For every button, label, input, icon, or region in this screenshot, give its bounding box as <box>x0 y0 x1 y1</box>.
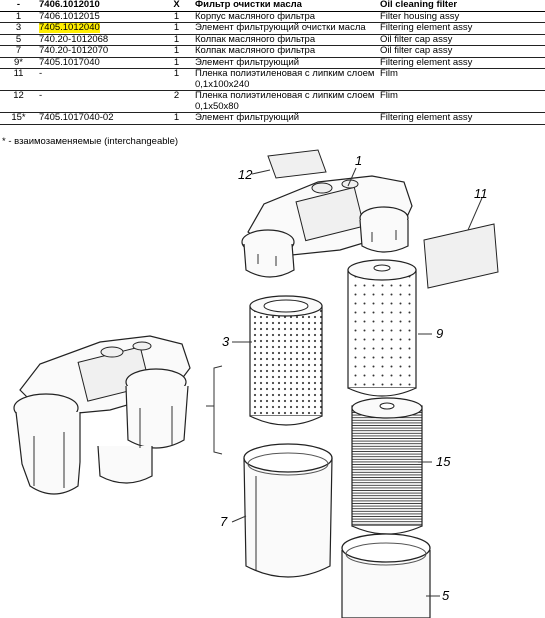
cell-part-number: 7405.1012040 <box>37 22 160 35</box>
cell-pos: 5 <box>0 34 37 46</box>
callout-1: 1 <box>355 153 362 168</box>
header-pos: - <box>0 0 37 12</box>
film-large-sheet <box>423 223 499 289</box>
table-header-row: - 7406.1012010 X Фильтр очистки масла Oi… <box>0 0 545 12</box>
cell-pos: 3 <box>0 22 37 35</box>
callout-5: 5 <box>442 588 450 603</box>
cell-part-number: - <box>37 68 160 91</box>
callout-11: 11 <box>474 186 488 201</box>
footnote: * - взаимозаменяемые (interchangeable) <box>2 136 179 147</box>
cell-pos: 1 <box>0 11 37 23</box>
cell-qty: 1 <box>160 11 193 23</box>
table-row: 1 7406.1012015 1 Корпус масляного фильтр… <box>0 11 545 23</box>
cell-qty: 1 <box>160 45 193 58</box>
callout-15: 15 <box>436 454 451 469</box>
header-qty: X <box>160 0 193 12</box>
cell-pos: 7 <box>0 45 37 58</box>
grouping-bracket <box>213 365 223 455</box>
cell-name-ru: Элемент фильтрующий <box>193 57 378 69</box>
cell-name-ru: Колпак масляного фильтра <box>193 45 378 58</box>
cell-part-number: 740.20-1012070 <box>37 45 160 58</box>
callout-3: 3 <box>222 334 230 349</box>
cell-part-number: 740.20-1012068 <box>37 34 160 46</box>
cell-name-ru: Элемент фильтрующий очистки масла <box>193 22 378 35</box>
cell-name-en: Filter housing assy <box>378 11 545 23</box>
callout-12: 12 <box>238 167 253 182</box>
filtering-element-perforated <box>249 295 323 426</box>
cell-pos: 11 <box>0 68 37 91</box>
callout-7: 7 <box>220 514 228 529</box>
table-row: 15* 7405.1017040-02 1 Элемент фильтрующи… <box>0 112 545 125</box>
table-row: 11 - 1 Пленка полиэтиленовая с липким сл… <box>0 68 545 91</box>
cell-part-number: 7405.1017040-02 <box>37 112 160 125</box>
header-name-ru: Фильтр очистки масла <box>193 0 378 12</box>
cell-name-en: Flim <box>378 90 545 113</box>
cell-qty: 1 <box>160 34 193 46</box>
parts-table: - 7406.1012010 X Фильтр очистки масла Oi… <box>0 0 545 125</box>
film-small-sheet <box>267 149 327 179</box>
table-row: 7 740.20-1012070 1 Колпак масляного филь… <box>0 45 545 58</box>
filter-housing-top <box>241 175 413 278</box>
cell-name-en: Filtering element assy <box>378 57 545 69</box>
cell-name-ru: Колпак масляного фильтра <box>193 34 378 46</box>
cell-qty: 1 <box>160 57 193 69</box>
cell-qty: 1 <box>160 68 193 91</box>
cell-name-en: Filtering element assy <box>378 22 545 35</box>
cell-name-ru: Пленка полиэтиленовая с липким слоем 0,1… <box>193 90 378 113</box>
highlighted-part-number: 7405.1012040 <box>39 22 100 33</box>
oil-filter-cap-5 <box>341 533 431 618</box>
cell-part-number: 7405.1017040 <box>37 57 160 69</box>
cell-name-ru: Пленка полиэтиленовая с липким слоем 0,1… <box>193 68 378 91</box>
header-part-number: 7406.1012010 <box>37 0 160 12</box>
table-row: 5 740.20-1012068 1 Колпак масляного филь… <box>0 34 545 46</box>
cell-name-en: Oil filter cap assy <box>378 45 545 58</box>
cell-name-en: Film <box>378 68 545 91</box>
table-row: 9* 7405.1017040 1 Элемент фильтрующий Fi… <box>0 57 545 69</box>
oil-filter-cap-7 <box>243 443 333 578</box>
cell-name-en: Filtering element assy <box>378 112 545 125</box>
filtering-element-sparse <box>347 259 417 397</box>
cell-qty: 1 <box>160 112 193 125</box>
cell-part-number: - <box>37 90 160 113</box>
cell-pos: 9* <box>0 57 37 69</box>
filtering-element-pleated <box>351 397 423 535</box>
cell-name-ru: Корпус масляного фильтра <box>193 11 378 23</box>
callout-9: 9 <box>436 326 443 341</box>
exploded-parts-drawing: 12 1 11 3 9 15 7 5 <box>13 149 499 618</box>
cell-pos: 12 <box>0 90 37 113</box>
filter-housing-assembled <box>13 335 191 495</box>
table-row: 12 - 2 Пленка полиэтиленовая с липким сл… <box>0 90 545 113</box>
cell-name-ru: Элемент фильтрующий <box>193 112 378 125</box>
cell-name-en: Oil filter cap assy <box>378 34 545 46</box>
cell-pos: 15* <box>0 112 37 125</box>
header-name-en: Oil cleaning filter <box>378 0 545 12</box>
cell-qty: 1 <box>160 22 193 35</box>
table-row: 3 7405.1012040 1 Элемент фильтрующий очи… <box>0 22 545 35</box>
cell-part-number: 7406.1012015 <box>37 11 160 23</box>
cell-qty: 2 <box>160 90 193 113</box>
